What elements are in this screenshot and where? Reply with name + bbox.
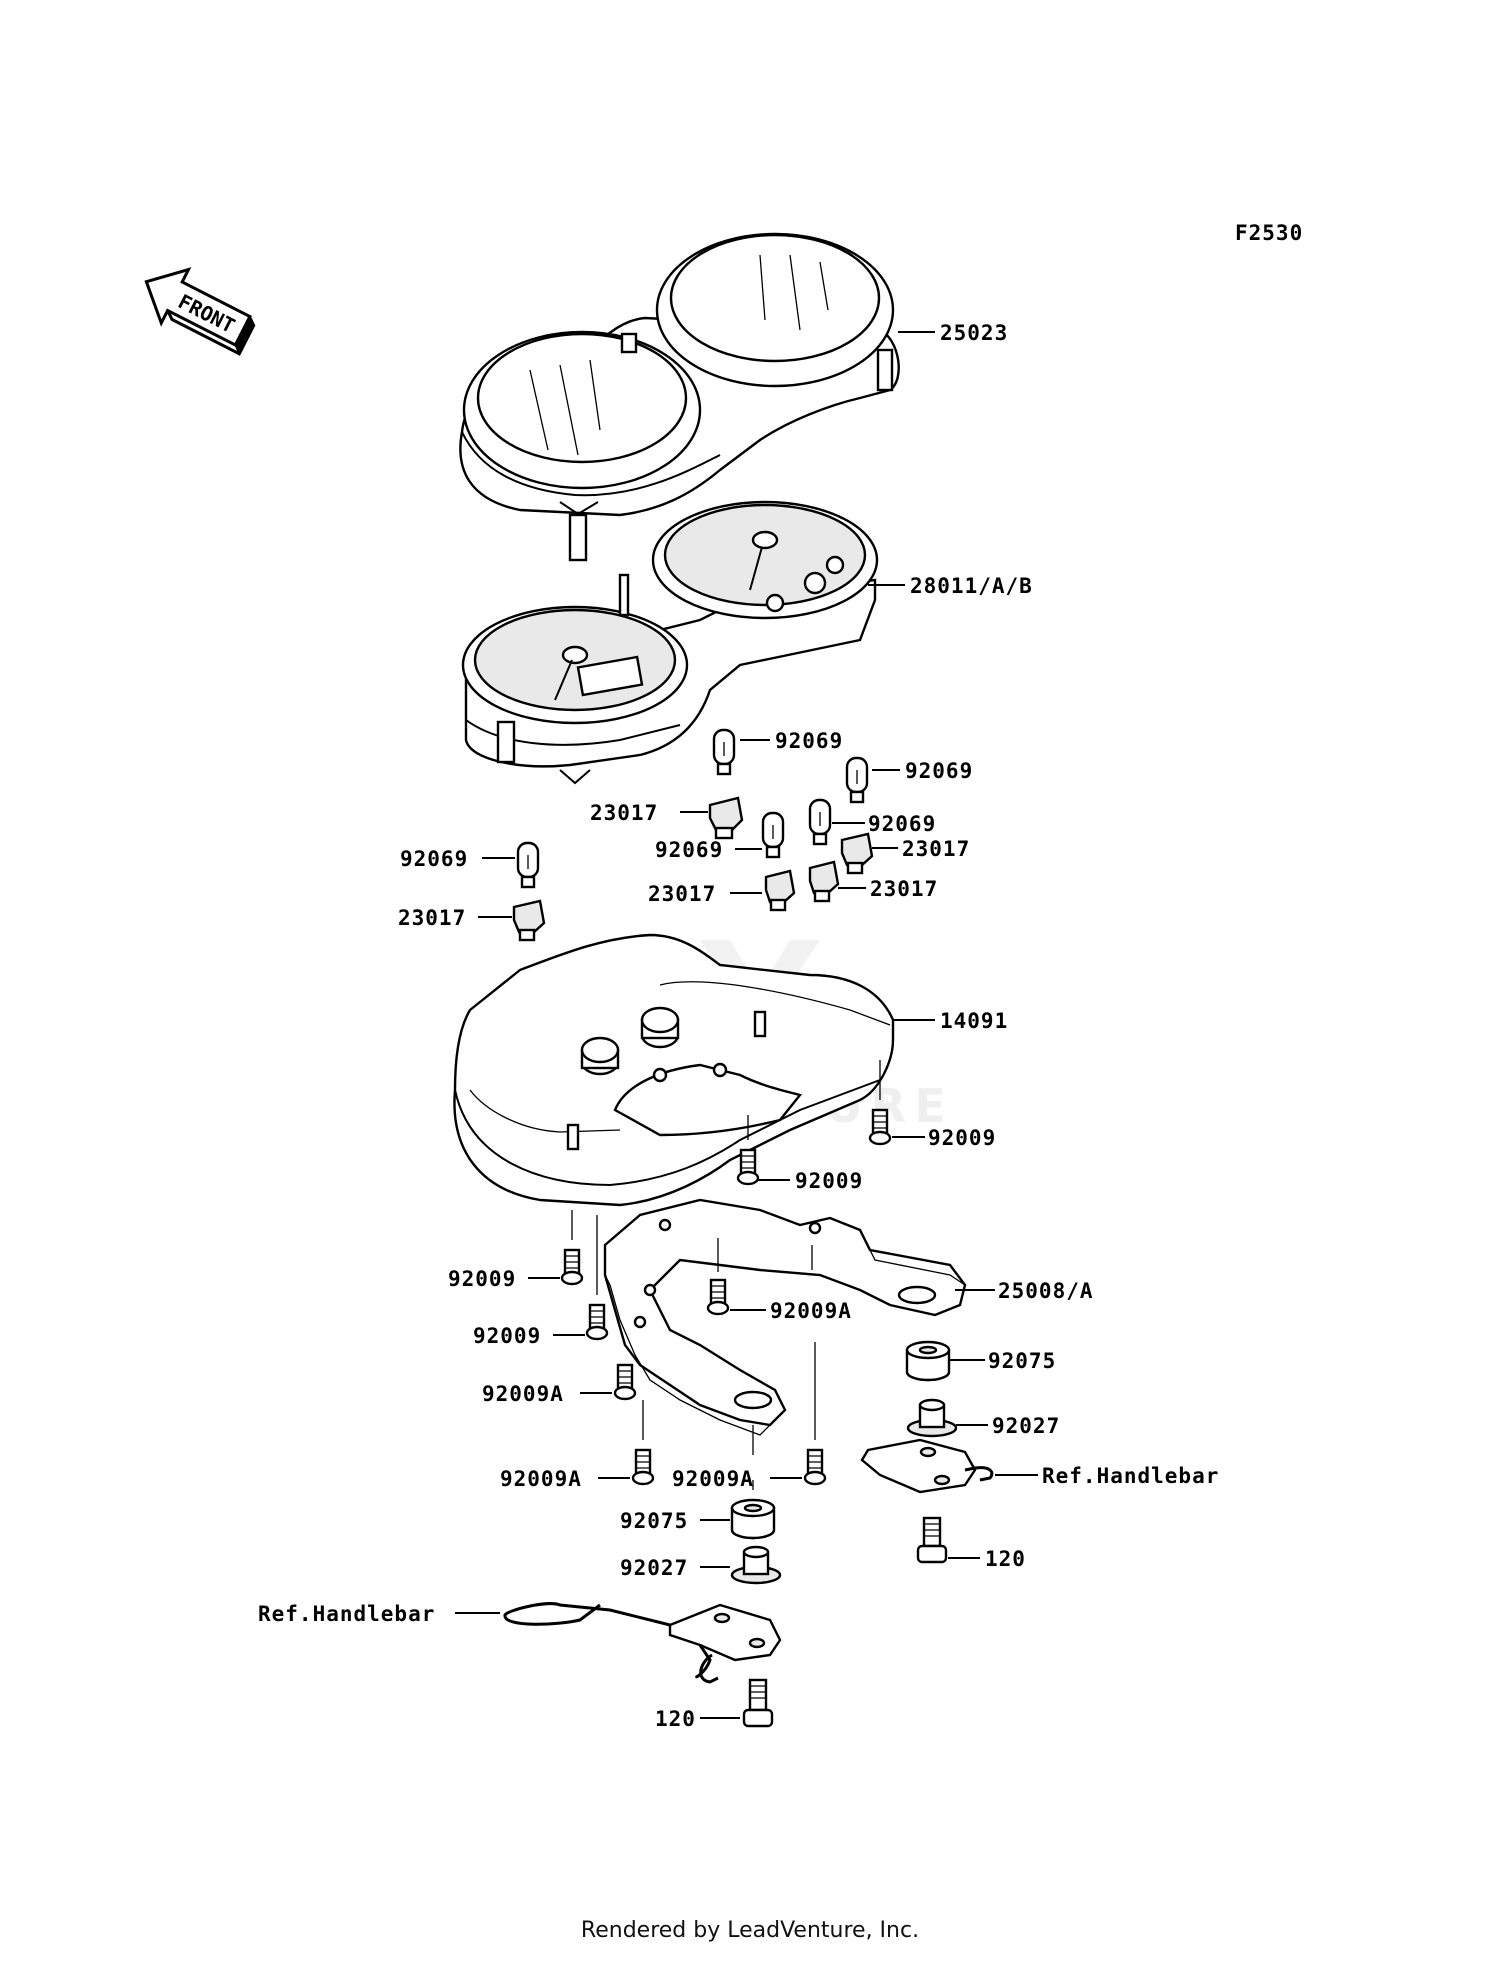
callout-refhb-a: Ref.Handlebar	[1042, 1464, 1219, 1488]
spacer-92075-a	[905, 1340, 951, 1382]
socket-23017-e	[512, 899, 546, 942]
screw-92009-a	[868, 1108, 892, 1146]
callout-14091: 14091	[940, 1009, 1008, 1033]
bracket-25008	[603, 1198, 967, 1436]
callout-25008: 25008/A	[998, 1279, 1094, 1303]
callout-23017-c: 23017	[648, 882, 716, 906]
screw-92009-c	[560, 1248, 584, 1286]
collar-92027-a	[906, 1398, 958, 1438]
callout-92027-b: 92027	[620, 1556, 688, 1580]
callout-92075-b: 92075	[620, 1509, 688, 1533]
bulb-92069-c	[808, 798, 832, 846]
screw-92009-b	[736, 1148, 760, 1186]
callout-120-b: 120	[655, 1707, 696, 1731]
callout-92069-a: 92069	[775, 729, 843, 753]
callout-92009A-b: 92009A	[482, 1382, 564, 1406]
bulb-92069-b	[845, 756, 869, 804]
screw-92009A-b	[613, 1363, 637, 1401]
handlebar-mount-right	[860, 1438, 994, 1494]
callout-92009A-a: 92009A	[770, 1299, 852, 1323]
callout-92027-a: 92027	[992, 1414, 1060, 1438]
callout-92009-d: 92009	[473, 1324, 541, 1348]
meter-assembly-28011	[461, 500, 879, 785]
bulb-92069-e	[516, 841, 540, 889]
callout-23017-a: 23017	[590, 801, 658, 825]
callout-92009A-d: 92009A	[672, 1467, 754, 1491]
socket-23017-a	[708, 796, 744, 840]
callout-92009-c: 92009	[448, 1267, 516, 1291]
socket-23017-d	[808, 860, 840, 903]
bolt-120-a	[916, 1516, 948, 1564]
callout-refhb-b: Ref.Handlebar	[258, 1602, 435, 1626]
bulb-92069-d	[761, 811, 785, 859]
callout-92009A-c: 92009A	[500, 1467, 582, 1491]
front-arrow-icon: FRONT	[144, 267, 256, 357]
screw-92009A-a	[706, 1278, 730, 1316]
callout-92069-d: 92069	[655, 838, 723, 862]
figure-code: F2530	[1235, 221, 1303, 245]
meter-case-14091	[453, 933, 895, 1207]
callout-23017-b: 23017	[902, 837, 970, 861]
callout-92069-e: 92069	[400, 847, 468, 871]
screw-92009-d	[585, 1303, 609, 1341]
callout-120-a: 120	[985, 1547, 1026, 1571]
handlebar-mount-left	[503, 1602, 782, 1684]
bulb-92069-a	[712, 728, 736, 776]
callout-92009-b: 92009	[795, 1169, 863, 1193]
collar-92027-b	[730, 1545, 782, 1585]
socket-23017-c	[764, 869, 796, 912]
callout-25023: 25023	[940, 321, 1008, 345]
callout-23017-e: 23017	[398, 906, 466, 930]
callout-28011: 28011/A/B	[910, 574, 1033, 598]
callout-92009-a: 92009	[928, 1126, 996, 1150]
meter-cover-25023	[459, 232, 900, 562]
bolt-120-b	[742, 1678, 774, 1728]
footer-credit: Rendered by LeadVenture, Inc.	[580, 1918, 920, 1943]
callout-92069-b: 92069	[905, 759, 973, 783]
callout-23017-d: 23017	[870, 877, 938, 901]
callout-92075-a: 92075	[988, 1349, 1056, 1373]
socket-23017-b	[840, 832, 874, 875]
spacer-92075-b	[730, 1498, 776, 1540]
screw-92009A-c	[631, 1448, 655, 1486]
screw-92009A-d	[803, 1448, 827, 1486]
callout-92069-c: 92069	[868, 812, 936, 836]
